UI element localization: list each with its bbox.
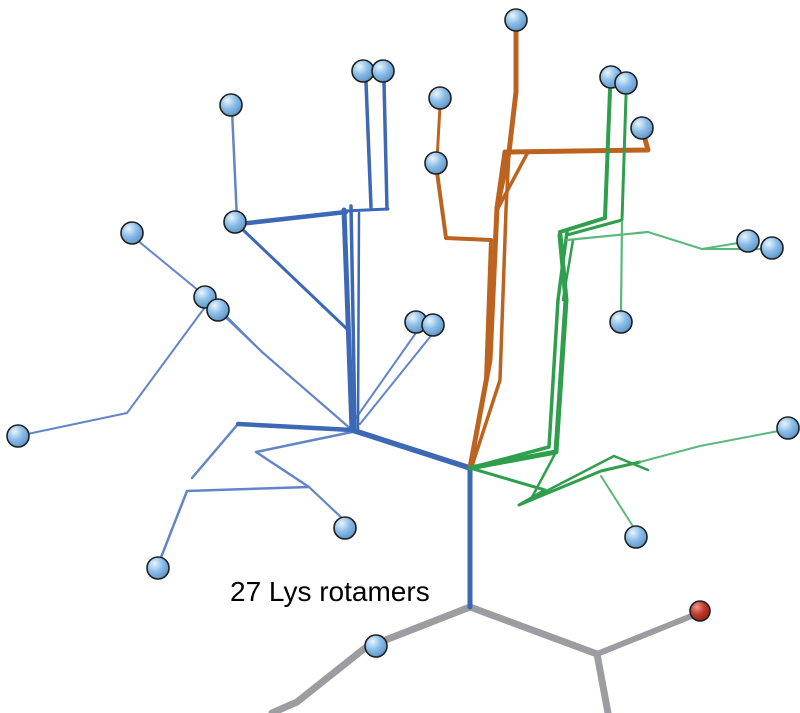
bond-greenLight — [565, 230, 650, 242]
nitrogen-atom — [333, 516, 357, 540]
bond-blueLight — [355, 329, 419, 419]
nitrogen-atom — [609, 310, 633, 334]
bond-blue — [364, 80, 373, 209]
atoms-layer — [6, 8, 800, 658]
bond-green — [468, 230, 569, 470]
bond-greenLight — [600, 475, 635, 529]
bond-gray — [594, 612, 697, 657]
nitrogen-atom — [371, 59, 395, 83]
bond-gray — [268, 603, 474, 713]
nitrogen-atom — [624, 525, 648, 549]
bond-greenLight — [647, 231, 745, 250]
nitrogen-atom — [219, 93, 243, 117]
bond-green — [558, 88, 612, 234]
bond-blueLight — [17, 302, 209, 437]
bond-greenLight — [619, 220, 624, 314]
nitrogen-atom — [630, 116, 654, 140]
bond-blueLight — [359, 331, 435, 425]
bond-blue — [382, 80, 389, 211]
oxygen-atom — [689, 600, 711, 622]
bond-orange — [435, 170, 493, 470]
bond-green — [565, 94, 628, 237]
nitrogen-atom — [424, 151, 448, 175]
nitrogen-atom — [6, 424, 30, 448]
bond-blue — [343, 207, 390, 213]
nitrogen-atom — [504, 8, 528, 32]
bond-blue — [349, 427, 473, 471]
bond-blue — [356, 211, 361, 432]
nitrogen-atom — [736, 229, 760, 253]
nitrogen-atom — [428, 86, 452, 110]
bond-green — [468, 460, 642, 507]
bond-blueLight — [307, 485, 346, 522]
bond-blue — [235, 421, 355, 433]
bond-blue — [237, 224, 350, 332]
nitrogen-atom — [614, 71, 638, 95]
rotamer-count-label: 27 Lys rotamers — [230, 576, 430, 607]
bond-blue — [236, 209, 349, 227]
bond-gray — [593, 650, 612, 713]
bond-orange — [435, 104, 442, 162]
nitrogen-atom — [351, 59, 375, 83]
bond-blueLight — [208, 298, 354, 432]
nitrogen-atom — [146, 556, 170, 580]
bond-blue — [349, 204, 357, 432]
bond-blueLight — [158, 430, 354, 562]
bond-green — [561, 238, 575, 302]
nitrogen-atom — [760, 236, 784, 260]
bonds-layer — [17, 27, 785, 713]
nitrogen-atom — [206, 298, 230, 322]
bond-greenLight — [639, 429, 785, 463]
nitrogen-atom — [421, 313, 445, 337]
bond-blue — [341, 207, 355, 433]
nitrogen-atom — [364, 634, 388, 658]
nitrogen-atom — [776, 416, 800, 440]
bond-blueLight — [220, 312, 263, 353]
nitrogen-atom — [120, 221, 144, 245]
bond-blueLight — [230, 108, 239, 222]
bond-green — [529, 450, 650, 501]
bond-orange — [495, 150, 530, 212]
bond-orange — [470, 150, 511, 468]
bond-gray — [466, 603, 601, 658]
bond-orange — [494, 129, 651, 211]
nitrogen-atom — [223, 210, 247, 234]
bond-blueLight — [190, 422, 240, 480]
